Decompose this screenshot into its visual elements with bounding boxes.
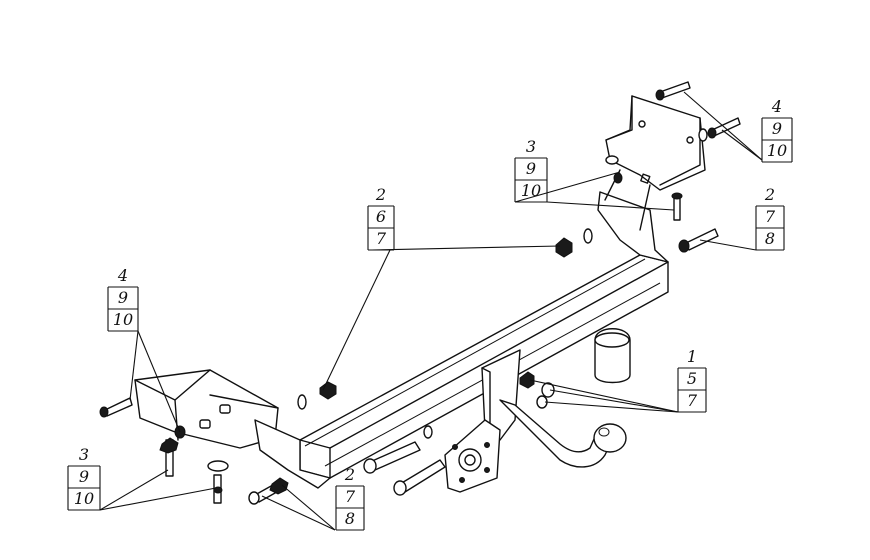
callout-number: 4 bbox=[117, 266, 128, 285]
right-mounting-bracket bbox=[597, 95, 706, 263]
left-mounting-bracket bbox=[134, 369, 331, 489]
callout-number: 3 bbox=[79, 445, 89, 464]
callout-number: 3 bbox=[526, 137, 536, 156]
callout-number: 7 bbox=[687, 391, 698, 410]
callout-number: 9 bbox=[79, 467, 89, 486]
callout-number: 8 bbox=[345, 509, 355, 528]
callout-number: 7 bbox=[376, 229, 387, 248]
callout-number: 9 bbox=[526, 159, 536, 178]
callout-number: 6 bbox=[376, 207, 386, 226]
callout-number: 2 bbox=[375, 185, 386, 204]
callout-number: 9 bbox=[118, 288, 128, 307]
callout-ball-mount: 1 5 7 bbox=[677, 347, 707, 413]
callout-upper-left-of-right-bracket: 3 9 10 bbox=[514, 137, 548, 203]
callout-number: 10 bbox=[74, 489, 94, 508]
callout-number: 7 bbox=[345, 487, 356, 506]
callout-bottom-bolt: 2 7 8 bbox=[335, 465, 365, 531]
fasteners bbox=[99, 81, 741, 505]
callout-number: 1 bbox=[687, 347, 697, 366]
tow-ball bbox=[593, 423, 627, 453]
leader-lines bbox=[99, 91, 763, 531]
ball-mount bbox=[444, 349, 627, 493]
callout-number: 8 bbox=[765, 229, 775, 248]
callout-number: 4 bbox=[771, 97, 782, 116]
callout-number: 10 bbox=[521, 181, 541, 200]
callout-number: 10 bbox=[113, 310, 133, 329]
callout-number: 7 bbox=[765, 207, 776, 226]
callout-number: 5 bbox=[687, 369, 697, 388]
callout-left-bracket-bottom: 3 9 10 bbox=[67, 445, 101, 511]
callout-center-nut: 2 6 7 bbox=[367, 185, 395, 251]
callout-number: 9 bbox=[772, 119, 782, 138]
callout-left-bracket-top: 4 9 10 bbox=[107, 266, 139, 332]
callout-number: 2 bbox=[764, 185, 775, 204]
ball-cap bbox=[594, 328, 631, 384]
callout-top-right-bolts: 4 9 10 bbox=[761, 97, 793, 163]
callout-labels: 4 9 10 3 9 10 2 7 8 2 6 7 4 9 10 3 9 10 2 7 8 1 5 7 bbox=[67, 97, 793, 531]
callout-right-side-bolt: 2 7 8 bbox=[755, 185, 785, 251]
long-bolts bbox=[363, 425, 446, 496]
callout-number: 10 bbox=[767, 141, 787, 160]
callout-number: 2 bbox=[344, 465, 355, 484]
